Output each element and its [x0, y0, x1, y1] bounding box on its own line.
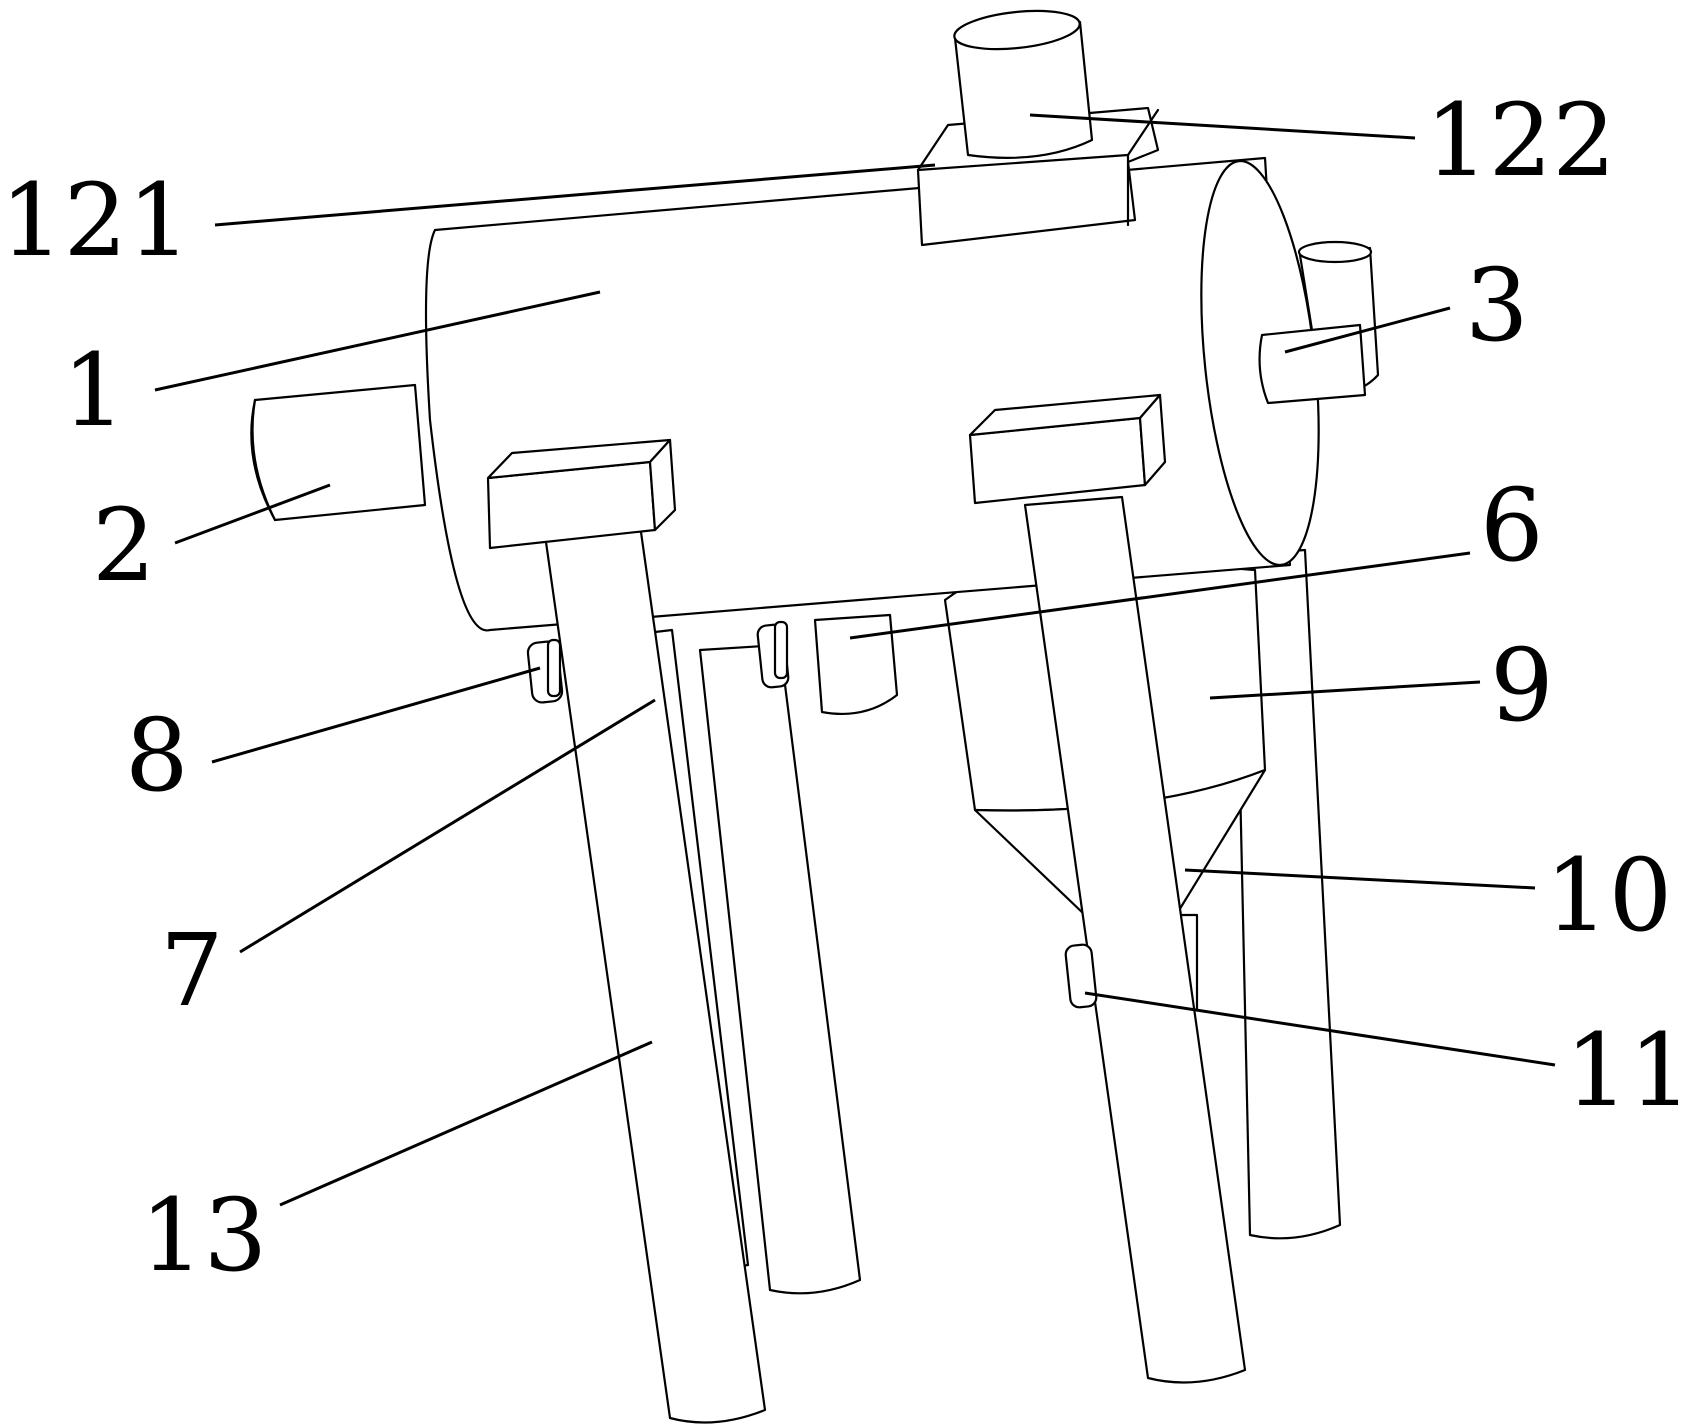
back-leg-left: [698, 643, 862, 1295]
label-2: 2: [92, 487, 156, 604]
inlet-pipe-2: [250, 383, 427, 522]
label-6: 6: [1480, 467, 1544, 584]
leader-121: [214, 163, 936, 227]
label-1: 1: [62, 332, 126, 449]
leader-8: [211, 666, 541, 764]
label-9: 9: [1490, 627, 1554, 744]
leader-2: [174, 483, 331, 545]
label-10: 10: [1545, 837, 1672, 954]
leader-1: [154, 290, 601, 392]
valve-11: [1064, 943, 1098, 1009]
leader-3: [1284, 306, 1451, 354]
leader-122: [1029, 113, 1416, 140]
leader-13: [279, 1040, 653, 1207]
leader-9: [1209, 680, 1481, 700]
leader-7: [239, 698, 656, 954]
front-leg-13: [486, 438, 767, 1424]
leader-11: [1084, 991, 1556, 1067]
leader-lines: [154, 113, 1556, 1207]
valve-8: [526, 638, 564, 704]
label-3: 3: [1465, 247, 1529, 364]
label-11: 11: [1565, 1012, 1691, 1129]
label-13: 13: [140, 1177, 267, 1294]
label-8: 8: [125, 697, 189, 814]
label-121: 121: [0, 162, 191, 279]
outlet-6: [813, 613, 899, 715]
valve-rear: [756, 620, 790, 689]
label-7: 7: [160, 912, 224, 1029]
leader-6: [849, 551, 1471, 640]
leader-10: [1184, 868, 1536, 890]
motor-122: [953, 9, 1094, 159]
front-leg-right: [968, 393, 1247, 1384]
side-pipe-3: [1258, 240, 1380, 405]
label-122: 122: [1425, 82, 1616, 199]
